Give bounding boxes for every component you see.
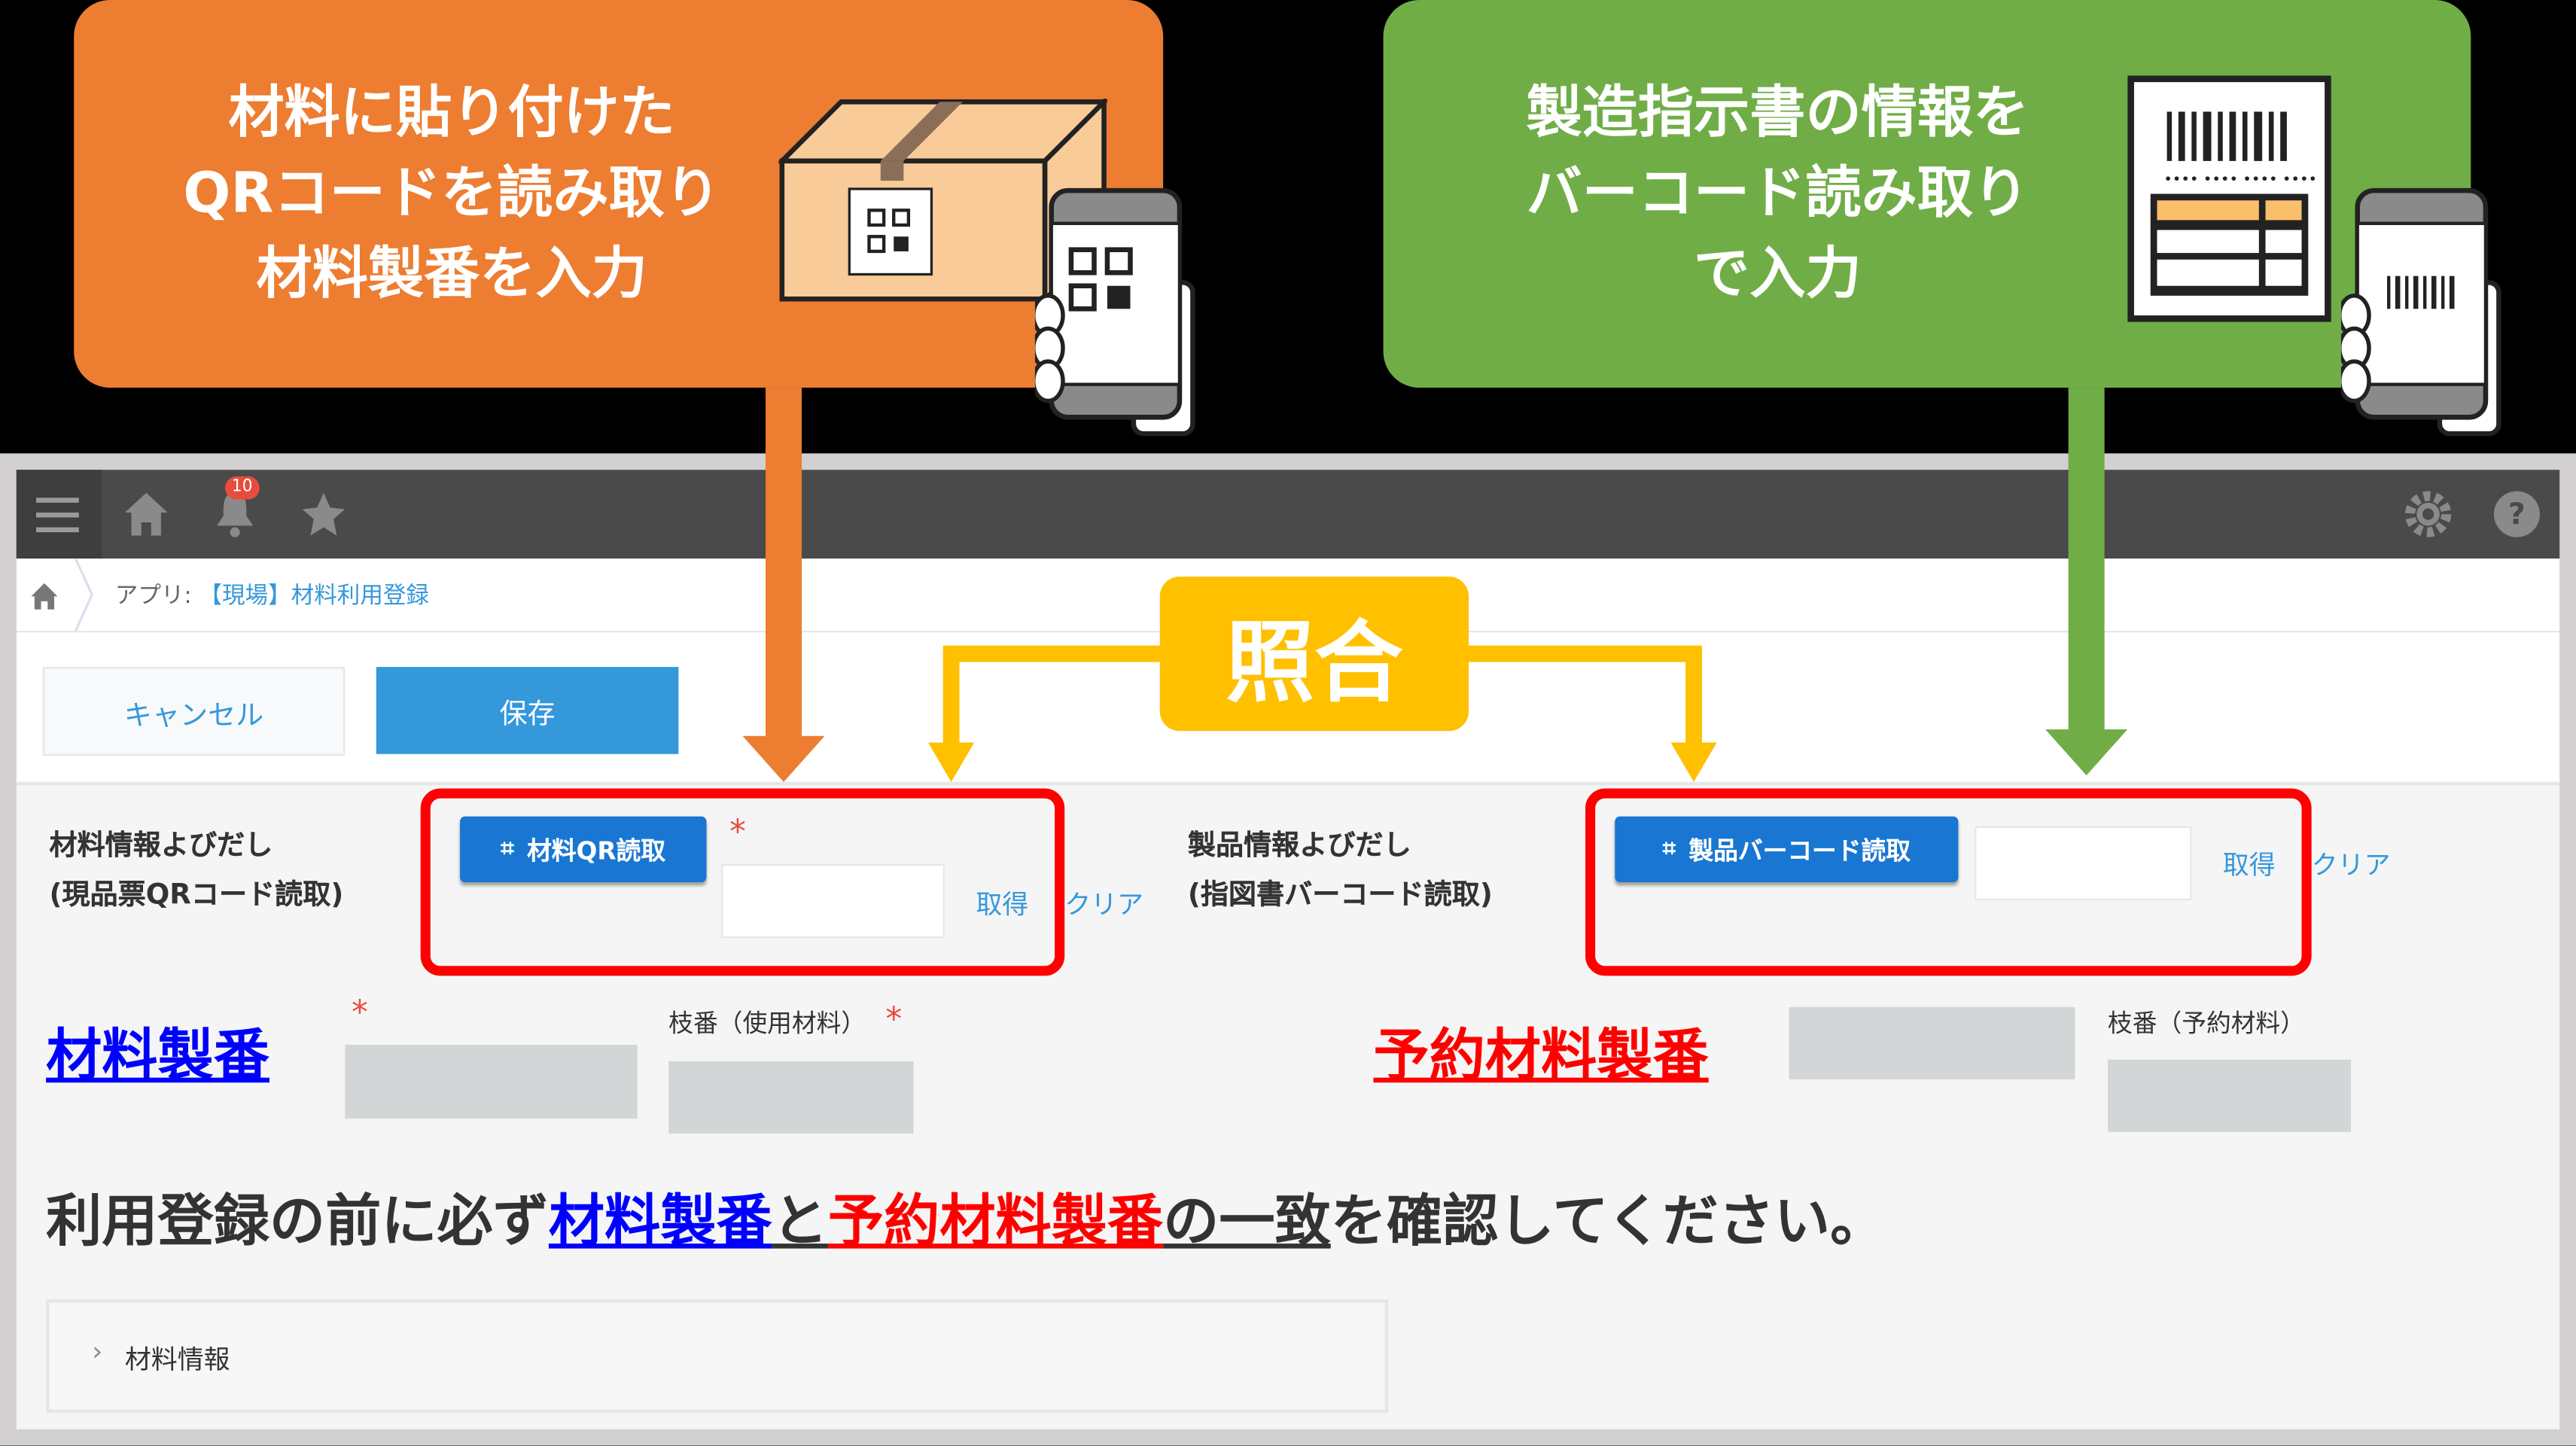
- callout-line: 製造指示書の情報を: [1526, 80, 2029, 147]
- callout-line: 材料製番を入力: [256, 241, 647, 308]
- notice-part: の一致: [1163, 1189, 1331, 1256]
- required-mark: *: [352, 992, 368, 1032]
- section-label: 材料情報: [124, 1344, 230, 1375]
- notice-part: を確認してください。: [1330, 1189, 1886, 1256]
- box-qr-icon: [775, 96, 1110, 305]
- match-label: 照合: [1159, 577, 1469, 732]
- barcode-scan-icon: ⌗: [1662, 836, 1676, 863]
- button-label: 製品バーコード読取: [1688, 835, 1911, 866]
- phone-qr-icon: [1031, 184, 1199, 438]
- branch-reserved-field: [2108, 1059, 2352, 1132]
- arrow-green-down: [2045, 388, 2128, 782]
- label-line: 材料情報よびだし: [49, 830, 273, 863]
- breadcrumb-separator: [72, 558, 96, 632]
- material-info-section[interactable]: › 材料情報: [46, 1299, 1389, 1413]
- header-bar: [16, 470, 2560, 559]
- notice-part-material: 材料製番: [548, 1189, 772, 1256]
- product-barcode-read-button[interactable]: ⌗ 製品バーコード読取: [1615, 816, 1959, 882]
- notice-part: 利用登録の前に必ず: [46, 1189, 549, 1256]
- reserved-number-label: 予約材料製番: [1373, 1023, 1709, 1089]
- breadcrumb-app-link[interactable]: 【現場】材料利用登録: [199, 583, 429, 610]
- chevron-right-icon: ›: [92, 1335, 103, 1367]
- document-barcode-icon: •••• •••• •••• ••••: [2127, 75, 2331, 322]
- material-lookup-label: 材料情報よびだし (現品票QRコード読取): [49, 821, 343, 920]
- breadcrumb-home-icon[interactable]: [29, 582, 59, 618]
- material-lookup-input[interactable]: [721, 863, 945, 939]
- breadcrumb-text: アプリ: 【現場】材料利用登録: [115, 578, 429, 611]
- product-lookup-label: 製品情報よびだし (指図書バーコード読取): [1188, 821, 1493, 920]
- material-number-field: [345, 1045, 638, 1119]
- arrow-orange-down: [742, 388, 825, 789]
- branch-used-field: [668, 1061, 914, 1134]
- svg-text:•••• •••• •••• ••••: •••• •••• •••• ••••: [2163, 170, 2317, 187]
- phone-barcode-icon: [2337, 184, 2505, 438]
- gear-icon[interactable]: [2402, 488, 2455, 547]
- menu-button[interactable]: [16, 470, 102, 559]
- notice-part: と: [772, 1189, 828, 1256]
- branch-reserved-label: 枝番（予約材料）: [2108, 1008, 2305, 1039]
- qr-scan-icon: ⌗: [501, 836, 514, 863]
- button-label: 材料QR読取: [527, 835, 666, 866]
- product-lookup-input[interactable]: [1975, 826, 2192, 900]
- material-number-label: 材料製番: [46, 1023, 269, 1089]
- product-get-link[interactable]: 取得: [2222, 849, 2276, 881]
- home-icon[interactable]: [121, 489, 170, 545]
- cancel-button[interactable]: キャンセル: [42, 667, 346, 756]
- save-button[interactable]: 保存: [376, 667, 679, 754]
- notice-part-reserved: 予約材料製番: [827, 1189, 1164, 1256]
- branch-used-label: 枝番（使用材料）: [668, 1008, 866, 1039]
- material-qr-read-button[interactable]: ⌗ 材料QR読取: [460, 816, 707, 882]
- callout-line: QRコードを読み取り: [183, 160, 721, 227]
- material-get-link[interactable]: 取得: [976, 888, 1029, 921]
- highlight-material-lookup: [420, 788, 1065, 976]
- callout-line: 材料に貼り付けた: [228, 80, 675, 147]
- help-icon[interactable]: ?: [2492, 489, 2541, 545]
- highlight-product-lookup: [1585, 788, 2312, 976]
- notification-badge: 10: [224, 476, 260, 500]
- star-icon[interactable]: [299, 489, 348, 545]
- label-line: (現品票QRコード読取): [49, 878, 344, 912]
- callout-line: で入力: [1694, 241, 1862, 308]
- material-clear-link[interactable]: クリア: [1064, 888, 1143, 921]
- reserved-number-field: [1789, 1006, 2075, 1079]
- product-clear-link[interactable]: クリア: [2311, 849, 2391, 881]
- callout-line: バーコード読み取り: [1526, 160, 2029, 227]
- svg-text:?: ?: [2508, 498, 2526, 531]
- breadcrumb-prefix: アプリ:: [114, 583, 192, 610]
- label-line: 製品情報よびだし: [1187, 830, 1411, 863]
- required-mark: *: [729, 811, 746, 851]
- notice-text: 利用登録の前に必ず材料製番と予約材料製番の一致を確認してください。: [46, 1177, 1886, 1257]
- required-mark: *: [885, 998, 903, 1039]
- bell-icon[interactable]: [210, 486, 259, 546]
- label-line: (指図書バーコード読取): [1187, 878, 1493, 912]
